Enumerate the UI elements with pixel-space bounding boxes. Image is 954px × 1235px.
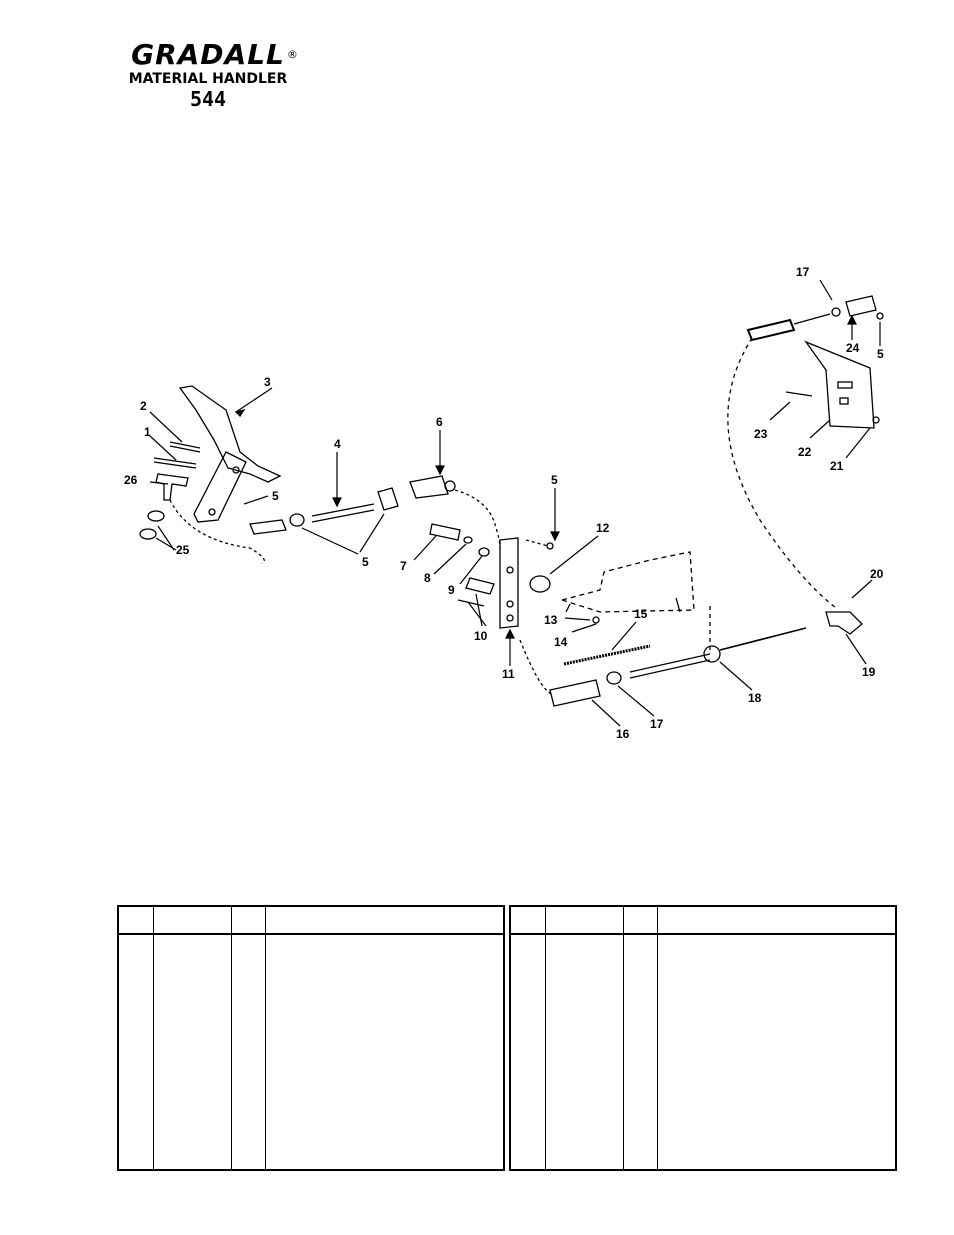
callout-5-upper: 5	[877, 347, 884, 361]
exploded-parts-diagram: 1 2 3 4 5 5 5 5 6 7 8 9 10 11 12 13 14 1…	[124, 265, 884, 741]
parts-table-left	[117, 905, 505, 1171]
col-header	[545, 906, 624, 935]
callout-9: 9	[448, 583, 455, 597]
callout-5-rod: 5	[362, 555, 369, 569]
callout-17-upper: 17	[796, 265, 810, 279]
table-body-row	[509, 934, 897, 1170]
col-header	[657, 906, 897, 935]
brand-logo: GRADALL®	[131, 38, 298, 71]
pin-2	[153, 457, 197, 469]
callout-11: 11	[502, 667, 515, 681]
registered-mark: ®	[286, 48, 299, 61]
callout-1: 1	[144, 425, 151, 439]
table-body-row	[117, 934, 505, 1170]
col-header	[153, 906, 232, 935]
brand-name: GRADALL	[131, 38, 285, 71]
callout-23: 23	[754, 427, 768, 441]
callout-6: 6	[436, 415, 443, 429]
rod-4	[311, 503, 375, 523]
callout-25: 25	[176, 543, 190, 557]
callout-18: 18	[748, 691, 762, 705]
mounting-bracket	[559, 551, 695, 613]
callout-24: 24	[846, 341, 860, 355]
callout-14: 14	[554, 635, 568, 649]
callout-2: 2	[140, 399, 147, 413]
callout-5-pedal: 5	[272, 489, 279, 503]
table-header-row	[509, 906, 897, 935]
callout-16: 16	[616, 727, 630, 741]
pedal	[178, 385, 282, 483]
bolt-26	[155, 473, 189, 501]
col-header	[265, 906, 505, 935]
callout-20: 20	[870, 567, 884, 581]
callout-7: 7	[400, 559, 407, 573]
callout-arrows	[149, 279, 881, 727]
table-header-row	[117, 906, 505, 935]
parts-table-right	[509, 905, 897, 1171]
document-header: GRADALL® MATERIAL HANDLER 544	[108, 38, 308, 111]
callout-4: 4	[334, 437, 341, 451]
callout-10: 10	[474, 629, 488, 643]
rod-end	[249, 519, 287, 535]
callout-13: 13	[544, 613, 558, 627]
bushing-12	[529, 575, 551, 593]
fitting-24	[845, 295, 877, 317]
col-header	[509, 906, 546, 935]
pedal-arm	[193, 451, 247, 523]
bracket-22	[804, 340, 875, 429]
product-subtitle: MATERIAL HANDLER	[128, 71, 288, 87]
callout-17-lower: 17	[650, 717, 664, 731]
spring-15	[563, 644, 651, 666]
model-number: 544	[189, 87, 227, 111]
callout-8: 8	[424, 571, 431, 585]
col-header	[623, 906, 658, 935]
pin-1	[169, 441, 201, 453]
callout-3: 3	[264, 375, 271, 389]
callout-19: 19	[862, 665, 876, 679]
callout-12: 12	[596, 521, 610, 535]
clevis-16	[549, 679, 601, 707]
cable-18	[629, 653, 711, 679]
ball-joint-6	[409, 475, 449, 499]
diagram-artwork	[139, 295, 884, 707]
col-header	[117, 906, 154, 935]
callout-21: 21	[830, 459, 844, 473]
cable-end	[746, 318, 796, 342]
lever-11	[499, 537, 519, 629]
col-header	[231, 906, 266, 935]
callout-labels: 1 2 3 4 5 5 5 5 6 7 8 9 10 11 12 13 14 1…	[124, 265, 884, 741]
callout-15: 15	[634, 607, 648, 621]
clamp-19	[825, 611, 863, 635]
callout-26: 26	[124, 473, 138, 487]
callout-22: 22	[798, 445, 812, 459]
callout-5-lever: 5	[551, 473, 558, 487]
